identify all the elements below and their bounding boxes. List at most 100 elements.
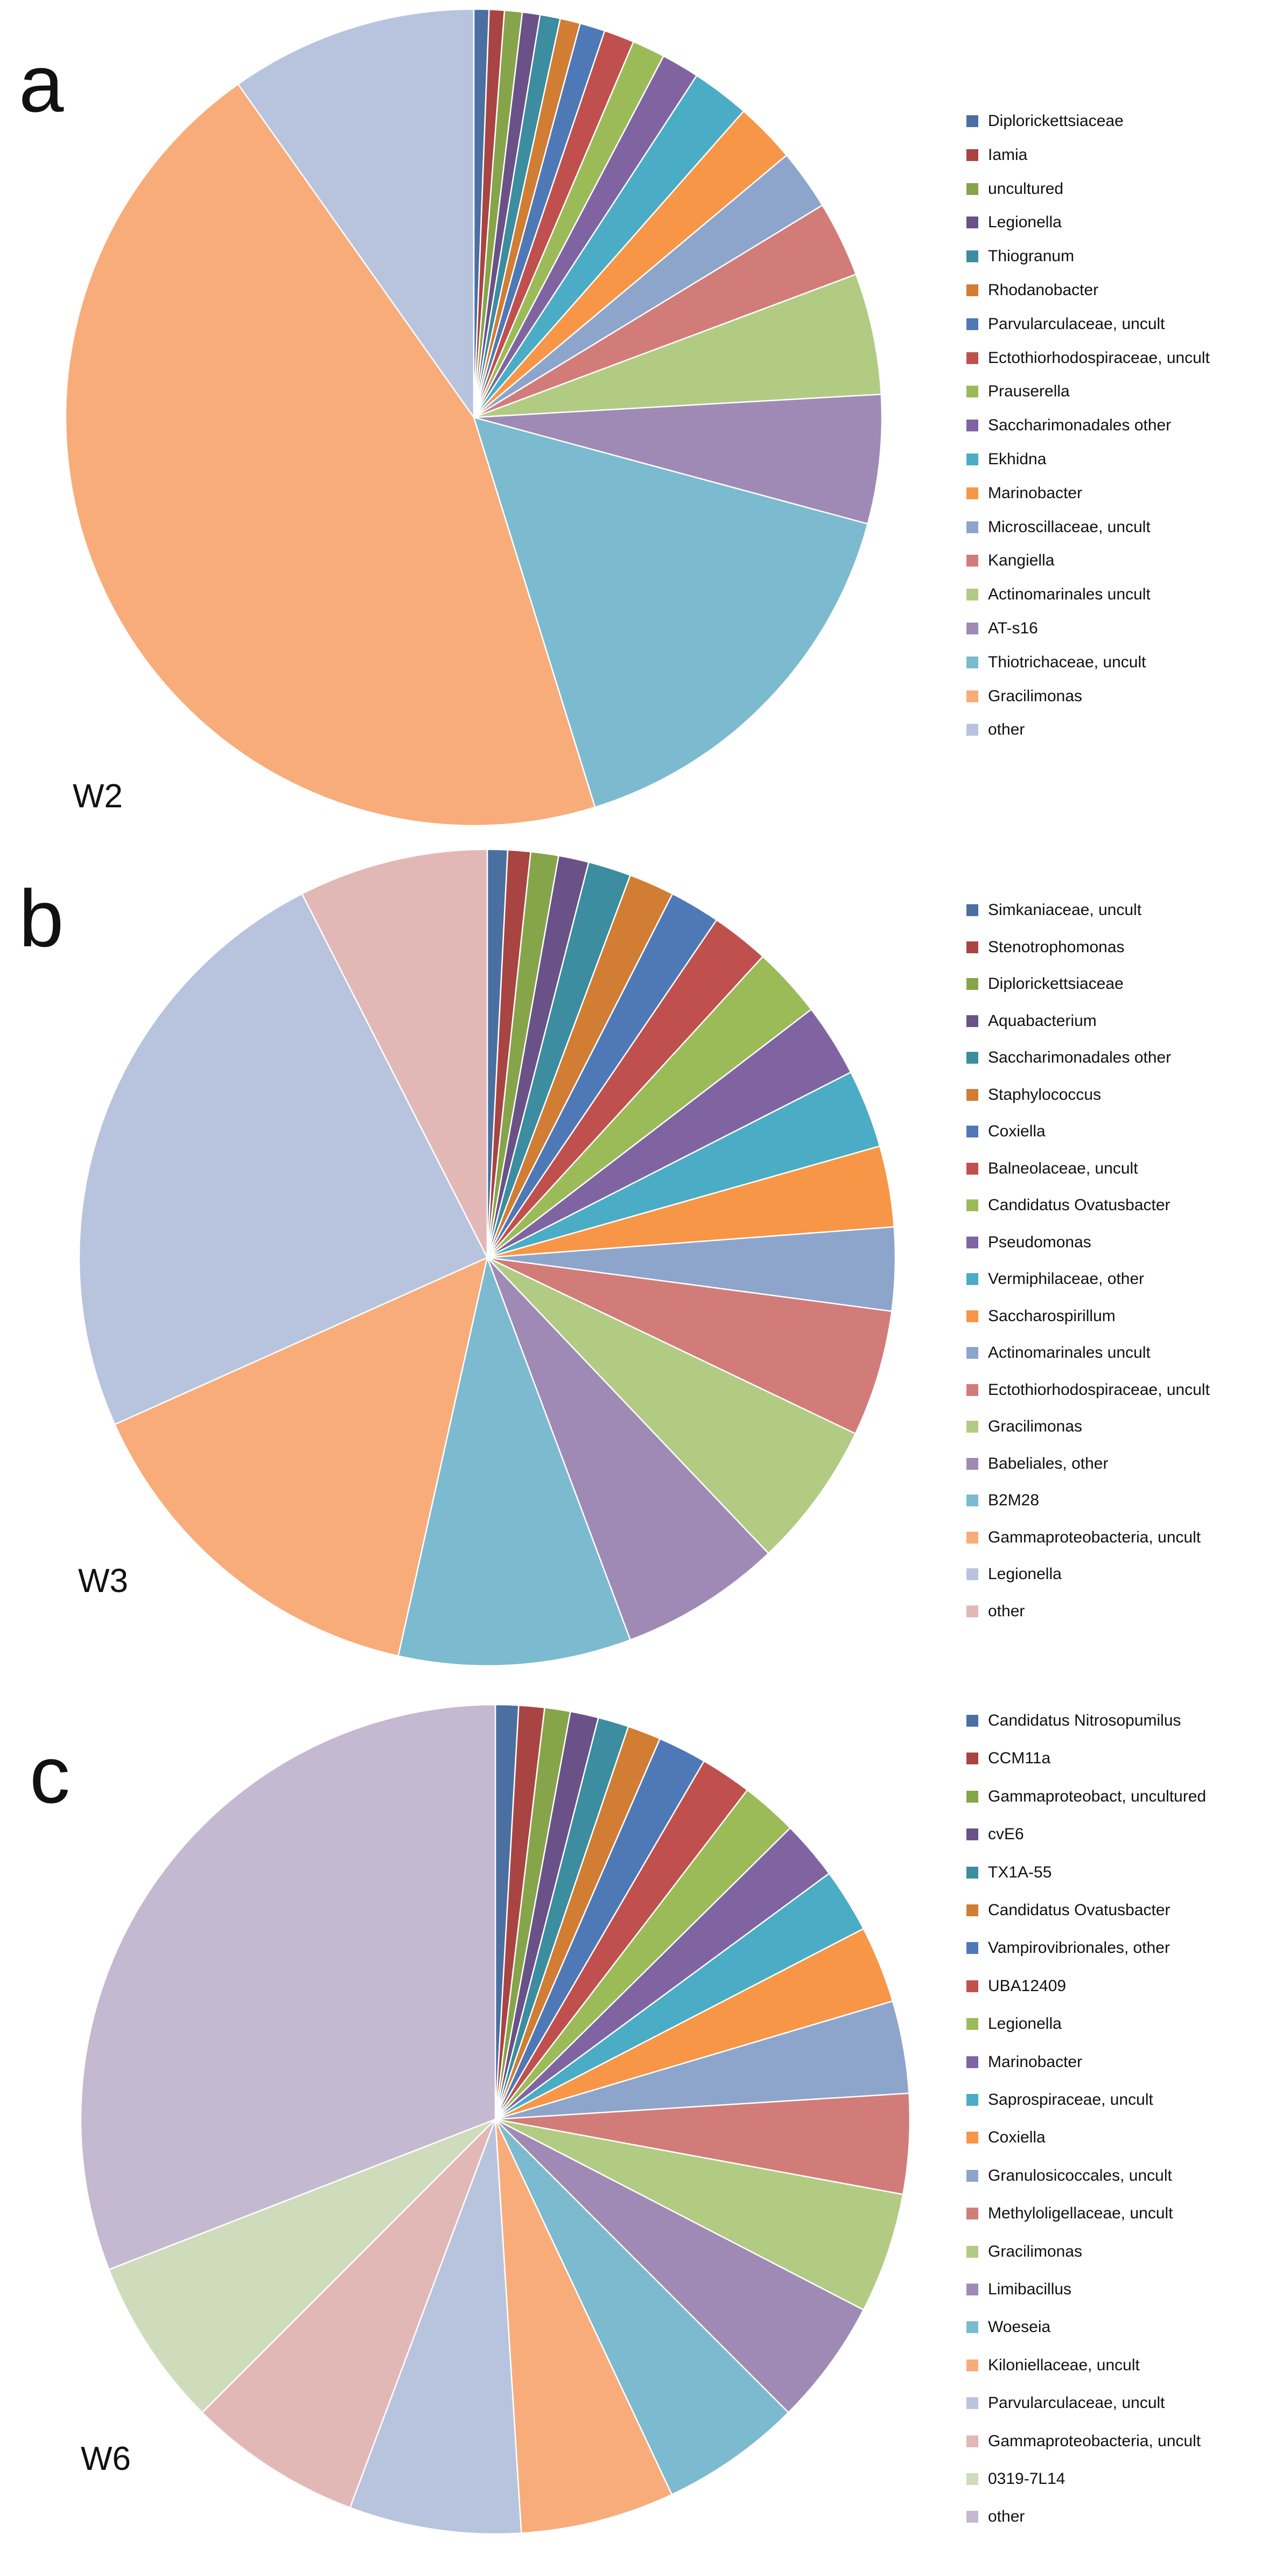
legend-item-thiotrichaceae-uncult: Thiotrichaceae, uncult	[966, 652, 1146, 673]
legend-label: TX1A-55	[988, 1863, 1052, 1881]
legend-swatch	[966, 1605, 978, 1617]
legend-swatch	[966, 183, 978, 195]
legend-label: Gracilimonas	[988, 1418, 1083, 1435]
legend-label: Parvularculaceae, uncult	[988, 315, 1165, 333]
pie-slice-parvularculaceae-uncult	[349, 2119, 522, 2535]
legend-item-iamia: Iamia	[966, 144, 1027, 166]
legend-item-parvularculaceae-uncult: Parvularculaceae, uncult	[966, 2392, 1165, 2414]
legend-swatch	[966, 487, 978, 499]
legend-label: Staphylococcus	[988, 1085, 1102, 1104]
legend-label: Saccharimonadales other	[988, 416, 1172, 435]
legend-item-rhodanobacter: Rhodanobacter	[966, 280, 1098, 301]
legend-item-simkaniaceae-uncult: Simkaniaceae, uncult	[966, 899, 1141, 921]
pie-slice-at-s16	[473, 393, 883, 525]
legend-label: Thiogranum	[988, 247, 1075, 266]
legend-swatch	[966, 2321, 978, 2334]
legend-item-tx1a-55: TX1A-55	[966, 1862, 1051, 1883]
pie-slice-ectothiorhodospiraceae-uncult	[487, 1256, 893, 1435]
legend-item-vermiphilaceae-other: Vermiphilaceae, other	[966, 1268, 1144, 1290]
legend-label: Rhodanobacter	[988, 281, 1099, 299]
legend-label: Saccharimonadales other	[988, 1049, 1172, 1066]
legend-item-uncultured: uncultured	[966, 178, 1063, 200]
legend-item-kiloniellaceae-uncult: Kiloniellaceae, uncult	[966, 2355, 1140, 2376]
pie-slice-gammaproteobacteria-uncult	[201, 2119, 496, 2509]
pie-slice-b2m28	[397, 1255, 632, 1667]
legend-item-kangiella: Kangiella	[966, 550, 1054, 571]
legend-swatch	[966, 1753, 978, 1765]
legend-item-thiogranum: Thiogranum	[966, 246, 1074, 267]
legend-item-marinobacter: Marinobacter	[966, 2051, 1082, 2073]
legend-item-methyloligellaceae-uncult: Methyloligellaceae, uncult	[966, 2203, 1173, 2224]
pie-slice-gammaproteobacteria-uncult	[114, 1256, 488, 1657]
legend-label: Stenotrophomonas	[988, 938, 1125, 956]
legend-swatch	[966, 217, 978, 229]
legend-label: Thiotrichaceae, uncult	[988, 653, 1146, 671]
legend-label: Gammaproteobacteria, uncult	[988, 2432, 1201, 2450]
pie-slice-other	[80, 1704, 496, 2271]
legend-label: Prauserella	[988, 382, 1070, 401]
legend-label: AT-s16	[988, 619, 1038, 637]
pie-slice-woeseia	[494, 2119, 790, 2496]
legend-item-candidatus-ovatusbacter: Candidatus Ovatusbacter	[966, 1900, 1170, 1921]
legend-label: Candidatus Nitrosopumilus	[988, 1712, 1181, 1729]
legend-item-coxiella: Coxiella	[966, 1121, 1046, 1142]
legend-label: Actinomarinales uncult	[988, 585, 1151, 604]
legend-swatch	[966, 2018, 978, 2030]
legend-swatch	[966, 1495, 978, 1506]
legend-item-b2m28: B2M28	[966, 1490, 1039, 1511]
legend-swatch	[966, 1162, 978, 1175]
pie-slice-gracilimonas	[495, 2118, 904, 2311]
legend-label: Parvularculaceae, uncult	[988, 2394, 1165, 2412]
legend-swatch	[966, 1052, 978, 1064]
legend-label: uncultured	[988, 179, 1064, 198]
legend-swatch	[966, 1273, 978, 1285]
legend-swatch	[966, 1904, 978, 1916]
legend-label: Kiloniellaceae, uncult	[988, 2356, 1140, 2374]
legend-swatch	[966, 904, 978, 916]
legend-item-diplorickettsiaceae: Diplorickettsiaceae	[966, 110, 1124, 132]
legend-label: Legionella	[988, 1565, 1062, 1583]
legend-label: Candidatus Ovatusbacter	[988, 1901, 1170, 1919]
pie-slice-babeliales-other	[486, 1257, 770, 1641]
legend-item-pseudomonas: Pseudomonas	[966, 1232, 1091, 1253]
legend-item-legionella: Legionella	[966, 212, 1062, 233]
legend-swatch	[966, 2511, 978, 2523]
legend-label: Methyloligellaceae, uncult	[988, 2204, 1173, 2223]
legend-item-gammaproteobacteria-uncult: Gammaproteobacteria, uncult	[966, 2431, 1201, 2452]
legend-swatch	[966, 1828, 978, 1841]
legend-item-saprospiraceae-uncult: Saprospiraceae, uncult	[966, 2089, 1153, 2111]
legend-label: Limibacillus	[988, 2280, 1072, 2298]
legend-swatch	[966, 318, 978, 330]
legend-item-gammaproteobacteria-uncult: Gammaproteobacteria, uncult	[966, 1527, 1201, 1548]
legend-item-staphylococcus: Staphylococcus	[966, 1084, 1101, 1106]
legend-label: Legionella	[988, 2015, 1062, 2033]
pie-slice-actinomarinales-uncult	[473, 273, 882, 418]
legend-item-actinomarinales-uncult: Actinomarinales uncult	[966, 1342, 1151, 1364]
legend-label: Ekhidna	[988, 450, 1047, 468]
legend-swatch	[966, 555, 978, 567]
pie-slice-kiloniellaceae-uncult	[494, 2119, 673, 2534]
legend-label: Ectothiorhodospiraceae, uncult	[988, 1380, 1210, 1399]
legend-label: Gammaproteobact, uncultured	[988, 1787, 1207, 1805]
legend-item-gracilimonas: Gracilimonas	[966, 2241, 1082, 2263]
legend-label: Babeliales, other	[988, 1454, 1109, 1472]
legend-item-prauserella: Prauserella	[966, 381, 1070, 402]
legend-item-babeliales-other: Babeliales, other	[966, 1453, 1108, 1475]
pie-slice-other	[237, 8, 475, 420]
legend-swatch	[966, 2208, 978, 2220]
legend-item-balneolaceae-uncult: Balneolaceae, uncult	[966, 1158, 1138, 1179]
legend-item-cve6: cvE6	[966, 1824, 1024, 1845]
legend-swatch	[966, 1126, 978, 1137]
legend-swatch	[966, 2094, 978, 2106]
pie-slice-limibacillus	[495, 2118, 865, 2414]
legend-label: Ectothiorhodospiraceae, uncult	[988, 348, 1210, 367]
legend-item-saccharimonadales-other: Saccharimonadales other	[966, 1047, 1171, 1069]
legend-swatch	[966, 623, 978, 634]
legend-label: Marinobacter	[988, 484, 1083, 502]
legend-swatch	[966, 1088, 978, 1101]
pie-slice-methyloligellaceae-uncult	[495, 2092, 911, 2195]
legend-label: Vampirovibrionales, other	[988, 1939, 1170, 1957]
legend-item-other: other	[966, 719, 1025, 741]
legend-label: Simkaniaceae, uncult	[988, 901, 1142, 919]
